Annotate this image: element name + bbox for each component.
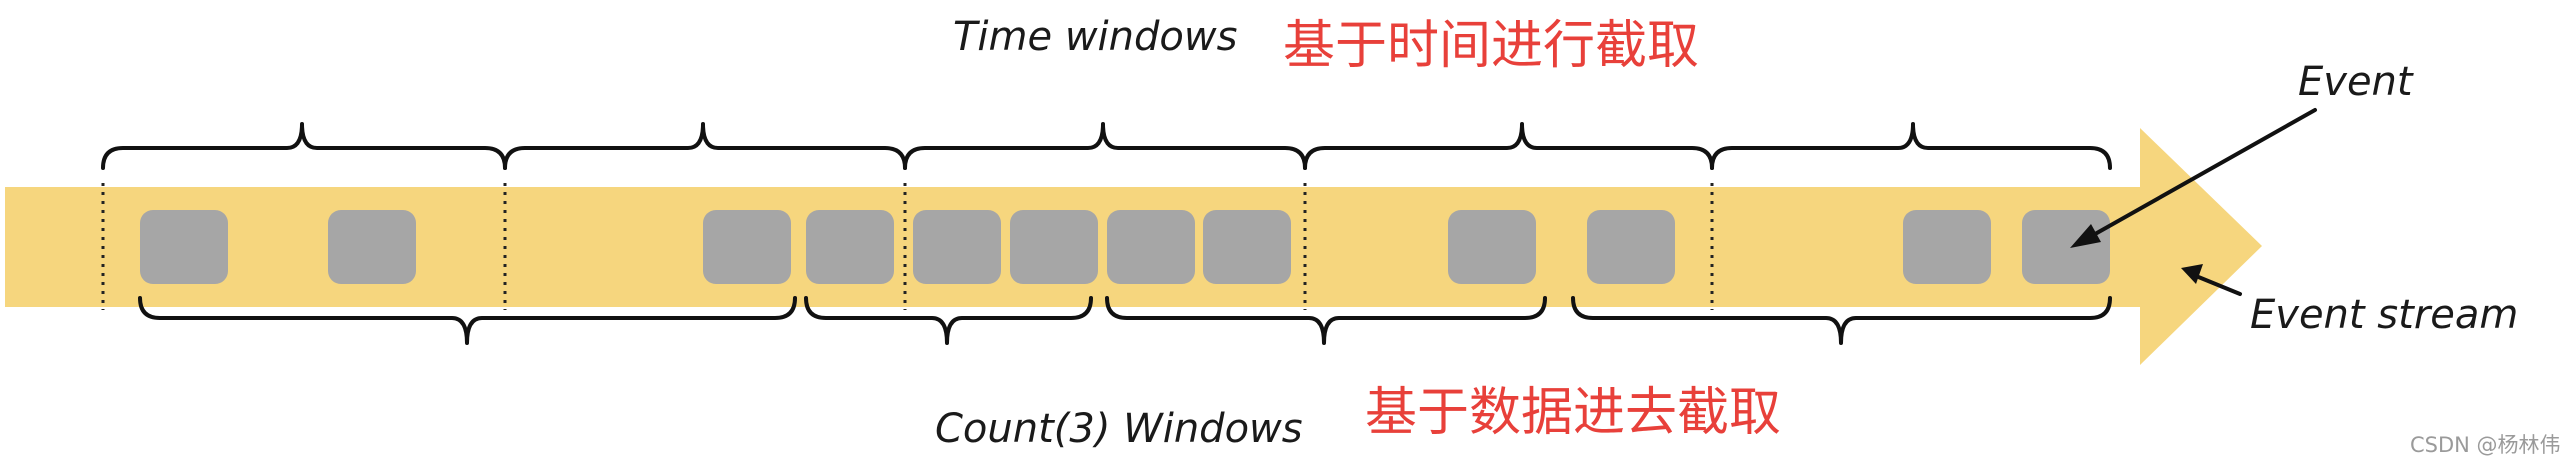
event-box (1010, 210, 1098, 284)
stream-pointer-line (2194, 274, 2242, 296)
event-box (1903, 210, 1991, 284)
pointer-arrows (2086, 108, 2317, 296)
count-brace (804, 296, 1093, 345)
time-brace (101, 122, 507, 170)
event-box (806, 210, 894, 284)
time-window-boundaries (101, 183, 1714, 310)
event-label: Event (2298, 59, 2414, 105)
watermark: CSDN @杨林伟 (2410, 433, 2560, 457)
count-windows-note: 基于数据进去截取 (1365, 383, 1781, 443)
event-box (1587, 210, 1675, 284)
event-pointer-head (2070, 224, 2101, 248)
time-window-braces (101, 122, 2112, 170)
event-box (2022, 210, 2110, 284)
count-brace (138, 296, 797, 345)
event-box (1107, 210, 1195, 284)
event-pointer-line (2086, 108, 2317, 240)
event-stream-label: Event stream (2250, 292, 2518, 338)
count-brace (1105, 296, 1547, 345)
count-brace (1571, 296, 2112, 345)
time-brace (1710, 122, 2112, 170)
count-windows-label: Count(3) Windows (935, 406, 1303, 452)
event-box (1203, 210, 1291, 284)
time-brace (903, 122, 1307, 170)
event-box (328, 210, 416, 284)
stream-pointer-head (2181, 264, 2203, 284)
event-box (703, 210, 791, 284)
time-windows-note: 基于时间进行截取 (1283, 16, 1699, 76)
event-box (913, 210, 1001, 284)
time-brace (503, 122, 907, 170)
time-windows-label: Time windows (953, 14, 1237, 60)
time-brace (1303, 122, 1714, 170)
events (140, 210, 2110, 284)
count-window-braces (138, 296, 2112, 345)
event-box (140, 210, 228, 284)
event-box (1448, 210, 1536, 284)
